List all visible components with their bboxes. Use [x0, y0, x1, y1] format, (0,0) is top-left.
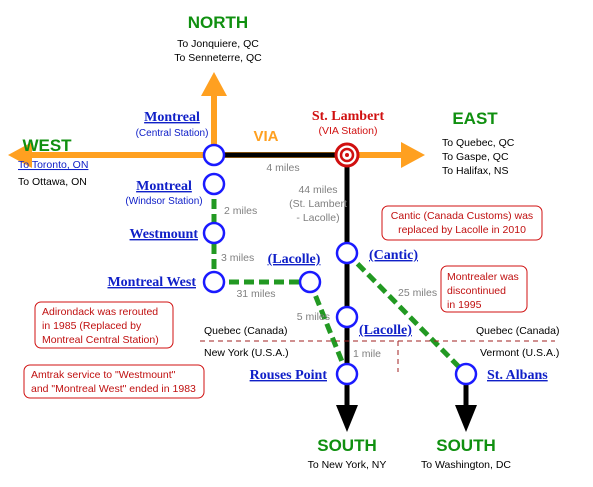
north-arrow: [201, 72, 227, 96]
east-label: EAST: [452, 109, 498, 128]
south-right-dest: To Washington, DC: [421, 459, 511, 471]
st-lambert-sub: (VIA Station): [319, 125, 378, 137]
cantic-node: [335, 241, 359, 265]
amtrak-cantic-stalbans: [345, 251, 468, 376]
montreal-windsor-sub: (Windsor Station): [125, 196, 202, 207]
east-dest-1: To Quebec, QC: [442, 137, 515, 149]
south-left-label: SOUTH: [317, 436, 377, 455]
border-left-upper: Quebec (Canada): [204, 325, 287, 337]
south-left-dest: To New York, NY: [308, 459, 387, 471]
note-montrealer-line-3: in 1995: [447, 299, 482, 311]
note-amtrak-line-1: Amtrak service to "Westmount": [31, 369, 176, 381]
west-dest-ottawa: To Ottawa, ON: [18, 176, 87, 188]
montreal-windsor-name[interactable]: Montreal: [136, 179, 192, 194]
note-montrealer-line-2: discontinued: [447, 285, 506, 297]
distance-windsor-westmount: 2 miles: [224, 205, 257, 217]
westmount-name[interactable]: Westmount: [130, 227, 199, 242]
west-arrow: [8, 142, 32, 168]
note-cantic-box: [381, 205, 543, 241]
via-label: VIA: [253, 128, 278, 145]
note-cantic-line-2: replaced by Lacolle in 2010: [398, 224, 526, 236]
border-right-lower: Vermont (U.S.A.): [480, 347, 559, 359]
note-adirondack-line-3: Montreal Central Station): [42, 334, 159, 346]
north-dest-1: To Jonquiere, QC: [177, 38, 259, 50]
distance-westmount-mtlwest: 3 miles: [221, 252, 254, 264]
distance-stlambert-lacolle-2: (St. Lambert: [289, 198, 347, 210]
montreal-central-node: [202, 143, 226, 167]
note-cantic-line-1: Cantic (Canada Customs) was: [391, 210, 533, 222]
westmount-node: [202, 221, 226, 245]
lacolle-old-name[interactable]: (Lacolle): [268, 252, 321, 267]
note-montrealer-box: [440, 265, 528, 313]
distance-cantic-stalbans: 25 miles: [398, 287, 437, 299]
lacolle-old-node: [298, 270, 322, 294]
montreal-west-node: [202, 270, 226, 294]
east-dest-2: To Gaspe, QC: [442, 151, 509, 163]
rouses-point-name[interactable]: Rouses Point: [250, 368, 328, 383]
lacolle-new-name[interactable]: (Lacolle): [359, 323, 412, 338]
st-albans-node: [454, 362, 478, 386]
note-adirondack-line-2: in 1985 (Replaced by: [42, 320, 142, 332]
cantic-name[interactable]: (Cantic): [369, 248, 418, 263]
distance-lacolle-rouses: 1 mile: [353, 348, 381, 360]
distance-stlambert-lacolle-3: - Lacolle): [296, 212, 339, 224]
west-label: WEST: [22, 136, 72, 155]
west-toronto-link[interactable]: To Toronto, ON: [18, 159, 88, 171]
south-right-arrow: [455, 405, 477, 432]
rouses-point-node: [335, 362, 359, 386]
montreal-west-name[interactable]: Montreal West: [107, 275, 196, 290]
north-dest-2: To Senneterre, QC: [174, 52, 262, 64]
note-montrealer-line-1: Montrealer was: [447, 271, 519, 283]
montreal-windsor-node: [202, 172, 226, 196]
amtrak-lacolle-rouses: [307, 281, 350, 375]
border-left-lower: New York (U.S.A.): [204, 347, 289, 359]
st-albans-name[interactable]: St. Albans: [487, 368, 548, 383]
south-left-arrow: [336, 405, 358, 432]
south-right-label: SOUTH: [436, 436, 496, 455]
st-lambert-name: St. Lambert: [312, 109, 385, 124]
note-adirondack-box: [34, 301, 174, 349]
border-right-upper: Quebec (Canada): [476, 325, 559, 337]
distance-via: 4 miles: [266, 162, 299, 174]
east-arrow: [401, 142, 425, 168]
north-label: NORTH: [188, 13, 248, 32]
note-adirondack-line-1: Adirondack was rerouted: [42, 306, 158, 318]
note-amtrak-box: [23, 364, 205, 399]
distance-mtlwest-lacolle: 31 miles: [236, 288, 275, 300]
distance-stlambert-lacolle-1: 44 miles: [298, 184, 337, 196]
east-dest-3: To Halifax, NS: [442, 165, 509, 177]
distance-cantic-lacolle: 5 miles: [297, 311, 330, 323]
montreal-central-name[interactable]: Montreal: [144, 110, 200, 125]
lacolle-new-node: [335, 305, 359, 329]
note-amtrak-line-2: and "Montreal West" ended in 1983: [31, 383, 196, 395]
montreal-central-sub: (Central Station): [136, 128, 209, 139]
